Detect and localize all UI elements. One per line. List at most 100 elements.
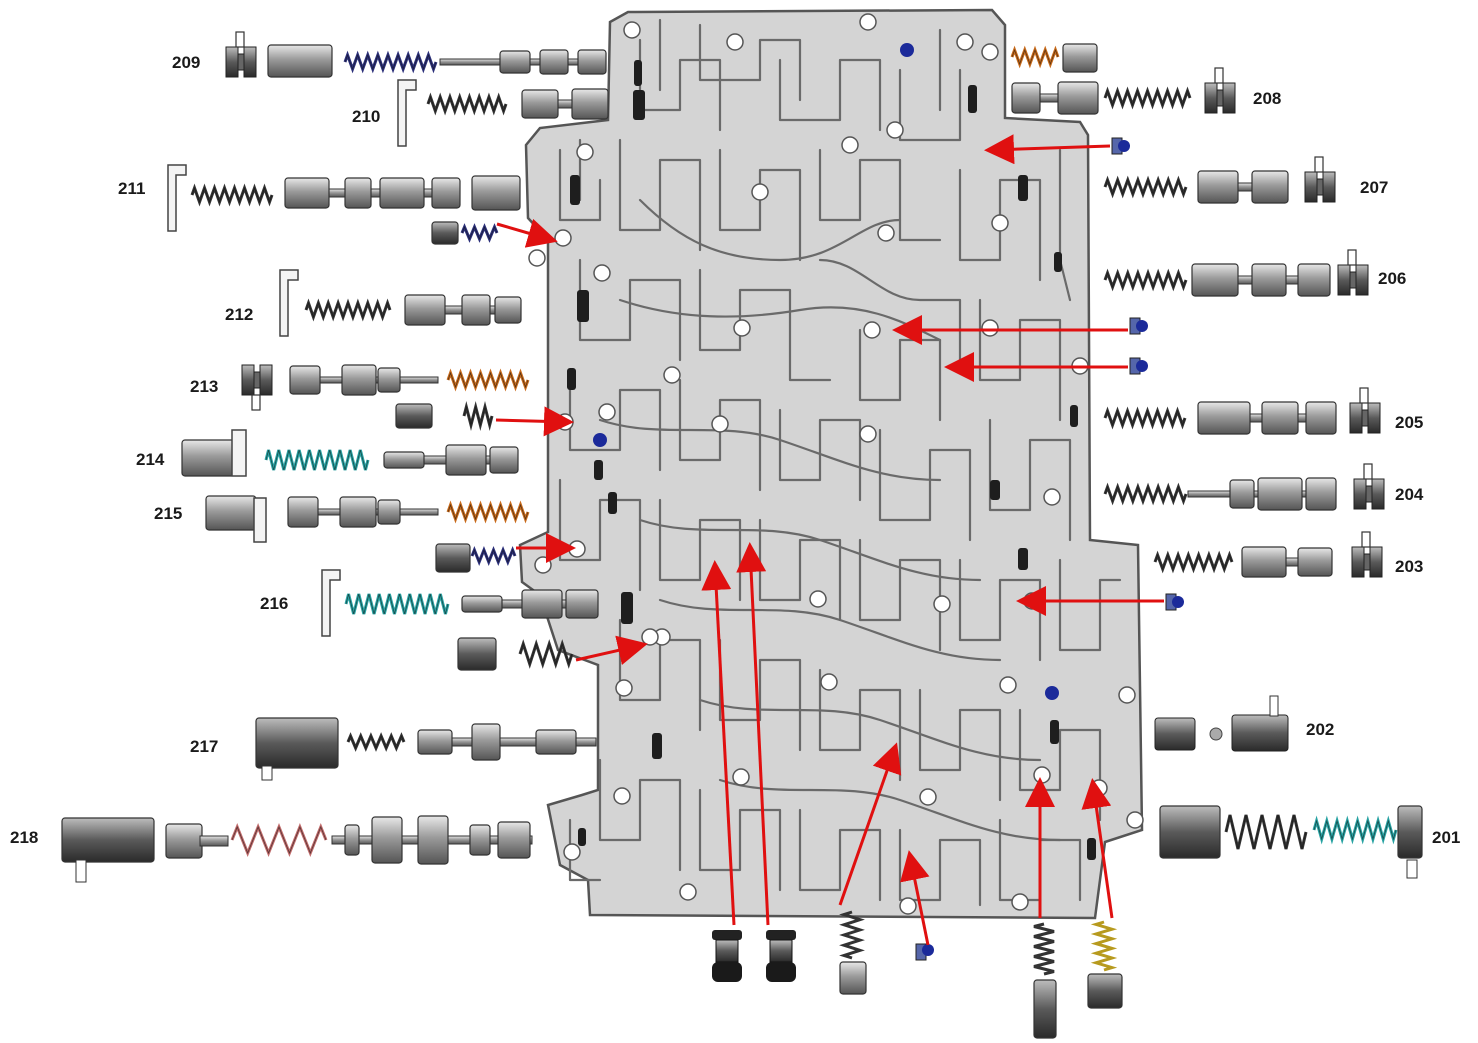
bolt-hole [593, 264, 611, 282]
channel-path [858, 328, 942, 422]
label-207: 207 [1360, 178, 1388, 197]
valve-spool-icon [404, 294, 522, 326]
valve-spool-icon [287, 496, 439, 528]
channel-path [578, 258, 682, 362]
spring-icon [1103, 86, 1192, 110]
valve-body-plate [518, 8, 1144, 920]
label-202: 202 [1306, 720, 1334, 739]
spring-icon [470, 545, 517, 567]
bolt-hole [732, 768, 750, 786]
plate-slot [652, 733, 662, 759]
plug-icon [471, 175, 521, 211]
plug-icon [435, 543, 471, 573]
plug-icon [1087, 973, 1123, 1009]
channel-path [658, 498, 742, 602]
valve-spool-icon [417, 723, 597, 761]
channel-path [568, 818, 602, 882]
plate-slot [621, 592, 633, 624]
bolt-hole [576, 143, 594, 161]
spring-icon [1010, 45, 1060, 69]
bolt-hole [554, 229, 572, 247]
arrow-line [575, 635, 648, 665]
bolt-hole [598, 403, 616, 421]
label-213: 213 [190, 377, 218, 396]
bolt-hole [859, 13, 877, 31]
label-205: 205 [1395, 413, 1423, 432]
spring-icon [1312, 815, 1398, 845]
channel-path [918, 688, 1002, 802]
spring-icon [1090, 920, 1118, 972]
label-215: 215 [154, 504, 182, 523]
bolt-hole [1118, 686, 1136, 704]
plug-icon [181, 439, 235, 477]
channel-path [1058, 558, 1122, 652]
spring-icon [1103, 482, 1188, 506]
valve-spool-icon [439, 49, 607, 75]
bottom-plug-icon [766, 930, 796, 982]
channel-path [778, 58, 882, 132]
install-arrows [495, 134, 1164, 946]
plate-slots [567, 60, 1096, 860]
bolt-hole [663, 366, 681, 384]
bolt-hole [1126, 811, 1144, 829]
bolt-hole [711, 415, 729, 433]
channel-path [898, 28, 962, 142]
spring-icon [1153, 550, 1234, 574]
bolt-hole [1011, 893, 1029, 911]
label-212: 212 [225, 305, 253, 324]
spring-icon [462, 401, 494, 431]
plate-slot [570, 175, 580, 205]
spring-icon [1033, 922, 1055, 976]
label-209: 209 [172, 53, 200, 72]
check-ball-retainer-icon [1165, 593, 1184, 611]
plate-slot [1018, 175, 1028, 201]
plate-slot [577, 290, 589, 322]
channel-path [658, 598, 1002, 662]
arrow-line [701, 560, 736, 926]
spring-icon [343, 50, 438, 74]
spring-icon [230, 822, 328, 858]
channel-path [798, 808, 882, 902]
bolt-hole [615, 679, 633, 697]
channel-path [718, 778, 1062, 842]
valve-spool-icon [521, 88, 609, 120]
spring-icon [264, 449, 370, 471]
end-plug-icon [225, 31, 257, 78]
valve-spool-icon [383, 444, 519, 476]
bolt-hole [733, 319, 751, 337]
stem-icon [199, 835, 229, 847]
retainer-clip-icon [231, 429, 247, 477]
valve-spool-icon [331, 815, 533, 865]
channel-path [818, 668, 902, 782]
arrow-line [900, 850, 930, 946]
spring-icon [446, 500, 530, 524]
channel-path [598, 418, 942, 482]
bolt-hole [841, 136, 859, 154]
bolt-hole [919, 788, 937, 806]
bolt-hole [991, 214, 1009, 232]
label-216: 216 [260, 594, 288, 613]
channel-path [698, 698, 1042, 762]
bolt-hole [641, 628, 659, 646]
bolt-hole [679, 883, 697, 901]
bolt-hole [528, 249, 546, 267]
plate-outline [518, 8, 1144, 920]
channel-path [618, 138, 702, 252]
spring-icon [518, 639, 574, 669]
bottom-plug-icon [712, 930, 742, 982]
pin-icon [75, 859, 87, 883]
bolt-hole [1033, 766, 1051, 784]
check-ball-icon [900, 43, 914, 57]
plate-slot [1018, 548, 1028, 570]
plate-slot [1050, 720, 1059, 744]
valve-spool-icon [1197, 170, 1289, 204]
plug-icon [1062, 43, 1098, 73]
bolt-hole [613, 787, 631, 805]
plate-slot [608, 492, 617, 514]
channel-path [638, 198, 902, 262]
valve-spool-icon [289, 364, 439, 396]
bolt-hole [981, 319, 999, 337]
spring-icon [426, 92, 508, 116]
label-208: 208 [1253, 89, 1281, 108]
label-214: 214 [136, 450, 165, 469]
